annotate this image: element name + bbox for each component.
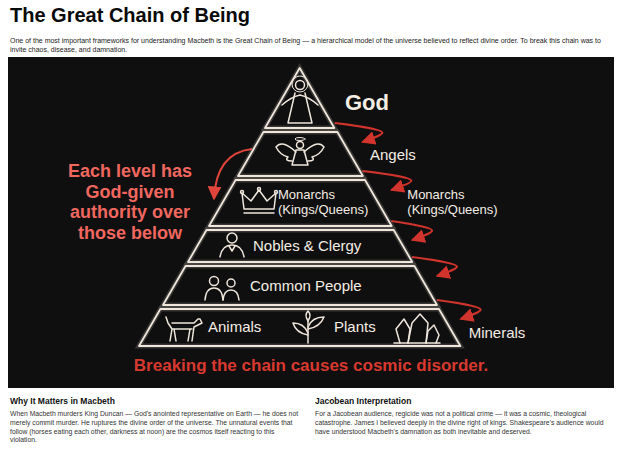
tier-label: Minerals [469, 324, 526, 341]
noble-bust-icon [220, 233, 244, 257]
intro-text: One of the most important frameworks for… [10, 36, 614, 55]
tier-label: Angels [370, 146, 416, 163]
tier-label: God [345, 90, 389, 115]
tier-label: Common People [250, 277, 362, 294]
tier-label: Nobles & Clergy [253, 237, 361, 254]
section-body: When Macbeth murders King Duncan — God's… [10, 410, 302, 445]
angel-icon [276, 138, 324, 166]
angels-tier: Angels [238, 132, 363, 176]
warning-caption: Breaking the chain causes cosmic disorde… [8, 356, 614, 376]
crystal-icon [394, 314, 440, 343]
god-tier: God [265, 68, 334, 128]
plant-icon [293, 311, 324, 343]
crown-icon [241, 188, 278, 214]
tier-outline [265, 68, 334, 128]
dark-panel: Each level has God-given authority over … [8, 57, 614, 388]
nature-tier: AnimalsPlantsMinerals [139, 309, 460, 346]
commoners-tier: Common People [163, 266, 437, 305]
common-people-icon [205, 277, 239, 301]
page-title: The Great Chain of Being [10, 3, 250, 27]
tier-label: Plants [334, 318, 376, 335]
tier-outline [139, 309, 460, 346]
tier-label: Monarchs (Kings/Queens) [407, 188, 503, 218]
tier-label: Animals [208, 318, 261, 335]
authority-note: Each level has God-given authority over … [55, 161, 205, 244]
section-heading: Why It Matters in Macbeth [10, 396, 302, 407]
section-heading: Jacobean Interpretation [315, 396, 612, 407]
section-body: For a Jacobean audience, regicide was no… [315, 410, 612, 436]
tier-label: Monarchs (Kings/Queens) [278, 188, 374, 218]
tier-outline [238, 132, 363, 176]
monarchs-tier: Monarchs (Kings/Queens)Monarchs (Kings/Q… [209, 180, 392, 226]
dog-icon [166, 317, 202, 341]
god-figure [282, 76, 318, 123]
nobles-tier: Nobles & Clergy [188, 230, 412, 262]
